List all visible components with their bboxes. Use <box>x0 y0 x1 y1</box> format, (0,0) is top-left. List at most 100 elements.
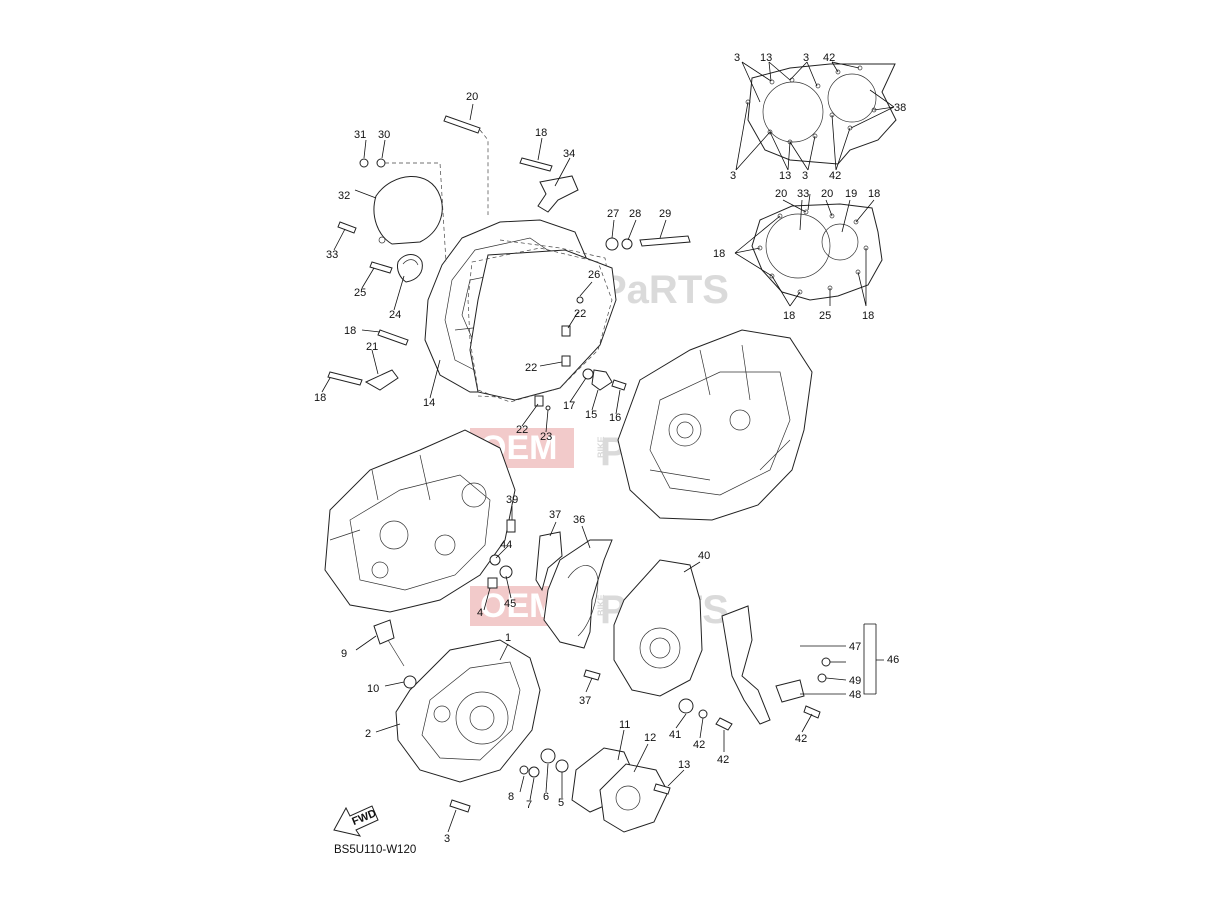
part-label: 48 <box>849 689 861 701</box>
cover-39 <box>613 559 703 697</box>
part-label: 13 <box>760 52 772 64</box>
part-label: 37 <box>579 695 591 707</box>
seal-17-plate-15 <box>582 368 613 391</box>
part-label: 18 <box>783 310 795 322</box>
part-label: 18 <box>713 248 725 260</box>
watermark-bike: BIKE <box>596 594 606 616</box>
part-label: 17 <box>563 400 575 412</box>
bolt-33 <box>337 221 357 234</box>
part-label: 34 <box>563 148 575 160</box>
o-ring-6 <box>540 748 556 764</box>
part-label: 44 <box>500 539 512 551</box>
part-label: 13 <box>779 170 791 182</box>
seal-28 <box>621 238 633 250</box>
diagram-code: BS5U110-W120 <box>334 844 416 856</box>
part-label: 40 <box>698 550 710 562</box>
part-label: 42 <box>829 170 841 182</box>
part-label: 18 <box>314 392 326 404</box>
part-label: 14 <box>423 397 435 409</box>
part-label: 24 <box>389 309 401 321</box>
detail-crankcase-cover-bolts <box>735 61 897 171</box>
part-label: 3 <box>803 52 809 64</box>
part-label: 16 <box>609 412 621 424</box>
bolt-18-mid <box>377 329 409 346</box>
part-label: 3 <box>734 52 740 64</box>
leader-lines <box>321 103 884 833</box>
part-label: 13 <box>678 759 690 771</box>
o-ring-8 <box>519 765 529 775</box>
pin-26 <box>576 296 584 304</box>
bolt-37-lower <box>583 669 601 681</box>
bolt-13-lower <box>653 783 671 795</box>
crankcase-cover-2 <box>395 639 541 783</box>
part-label: 22 <box>525 362 537 374</box>
bolt-18-upper <box>519 157 553 172</box>
cover-assembly-45 <box>721 605 831 725</box>
oil-filler-cap-9 <box>373 619 405 667</box>
crankcase-left-half <box>324 429 516 613</box>
bolt-16 <box>611 379 627 391</box>
part-label: 12 <box>644 732 656 744</box>
part-label: 42 <box>717 754 729 766</box>
part-label: 29 <box>659 208 671 220</box>
seal-40 <box>678 698 694 714</box>
part-label: 23 <box>540 431 552 443</box>
watermark-bike: BIKE <box>596 436 606 458</box>
bolt-3-lower <box>449 799 471 813</box>
bolt-18-lower <box>327 371 363 386</box>
part-label: 42 <box>693 739 705 751</box>
part-label: 3 <box>802 170 808 182</box>
part-label: 20 <box>775 188 787 200</box>
gasket-35 <box>543 539 613 649</box>
seal-44 <box>499 565 513 579</box>
part-label: 49 <box>849 675 861 687</box>
part-label: 8 <box>508 791 514 803</box>
bolt-42-mid <box>715 717 733 731</box>
part-label: 26 <box>588 269 600 281</box>
bolt-25 <box>369 261 393 274</box>
bracket-21 <box>364 369 399 391</box>
left-crankcase-cover <box>424 219 617 401</box>
part-label: 47 <box>849 641 861 653</box>
part-labels: 3 13 3 42 38 3 13 3 42 20 33 20 19 18 18… <box>314 52 906 845</box>
oil-seal-24 <box>397 254 423 283</box>
part-label: 27 <box>607 208 619 220</box>
part-label: 22 <box>516 424 528 436</box>
part-label: 46 <box>887 654 899 666</box>
bolt-20 <box>443 115 489 215</box>
part-label: 33 <box>326 249 338 261</box>
part-label: 11 <box>619 719 630 731</box>
bracket-36 <box>535 531 563 592</box>
part-label: 45 <box>504 598 516 610</box>
seal-43 <box>489 554 501 566</box>
part-label: 28 <box>629 208 641 220</box>
inspection-cover-32 <box>373 176 443 245</box>
bracket-34 <box>537 175 579 213</box>
dowel-38 <box>506 519 516 533</box>
part-label: 3 <box>444 833 450 845</box>
crankcase-right-half <box>617 329 813 521</box>
part-label: 3 <box>730 170 736 182</box>
detail-generator-cover-bolts <box>734 199 883 307</box>
part-label: 19 <box>845 188 857 200</box>
part-label: 36 <box>573 514 585 526</box>
part-label: 6 <box>543 791 549 803</box>
o-ring-10 <box>403 675 417 689</box>
seal-27 <box>605 237 619 251</box>
part-label: 30 <box>378 129 390 141</box>
part-label: 37 <box>549 509 561 521</box>
fwd-arrow-icon: FWD <box>333 805 379 837</box>
part-label: 42 <box>823 52 835 64</box>
cover-gasket <box>467 247 613 403</box>
part-label: 32 <box>338 190 350 202</box>
part-label: 7 <box>526 799 532 811</box>
part-label: 39 <box>506 494 518 506</box>
part-label: 15 <box>585 409 597 421</box>
part-label: 38 <box>894 102 906 114</box>
washers-30-31 <box>359 158 447 263</box>
part-label: 1 <box>505 632 511 644</box>
part-label: 31 <box>354 129 366 141</box>
part-label: 18 <box>535 127 547 139</box>
part-label: 2 <box>365 728 371 740</box>
